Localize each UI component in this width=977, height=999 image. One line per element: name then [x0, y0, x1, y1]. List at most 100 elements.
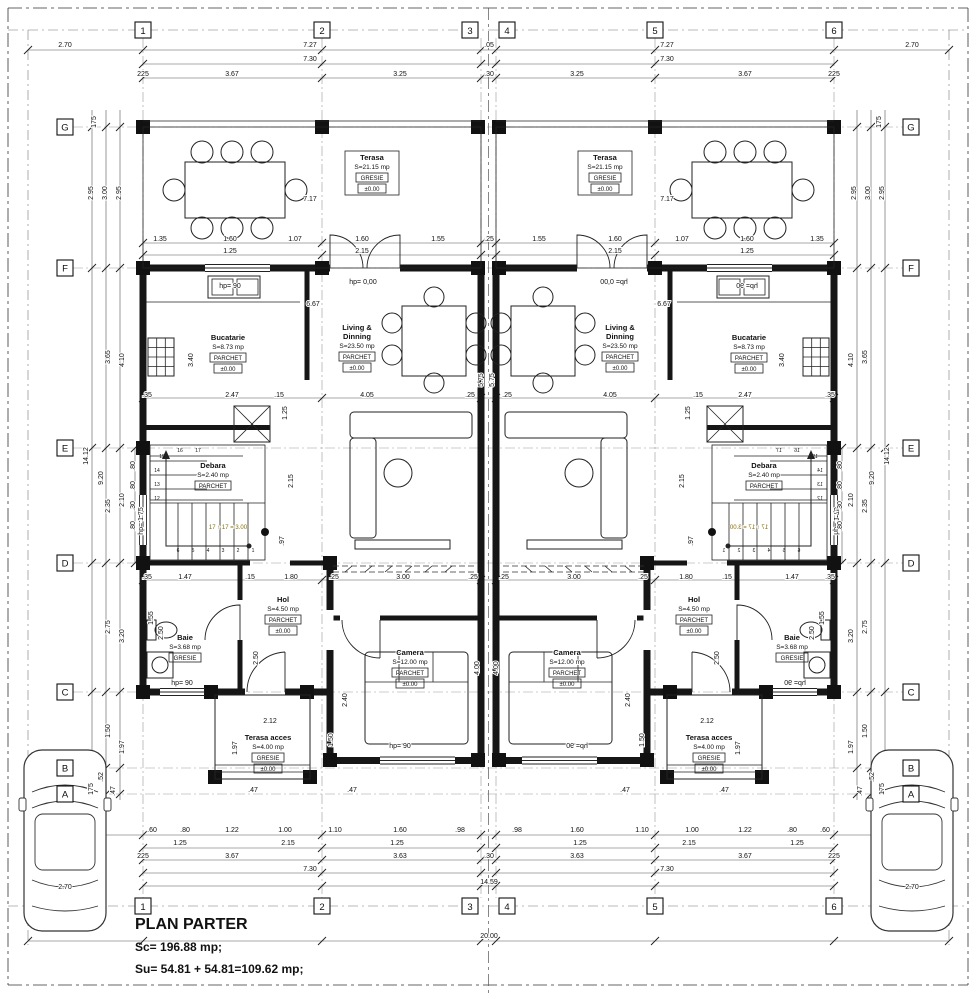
dimension-label: 1.25 [390, 840, 404, 847]
dimension-label: .47 [347, 787, 357, 794]
grid-marker-label-1: 1 [140, 902, 145, 913]
dimension-chain-lines [28, 49, 949, 942]
grid-marker-row-E [902, 439, 920, 457]
room-level-box [213, 363, 243, 374]
grid-marker-label-E: E [908, 444, 914, 455]
dim-tick [852, 263, 862, 273]
plan-title: PLAN PARTER [135, 916, 248, 933]
dim-tick [115, 558, 125, 568]
dimension-label: 7.30 [303, 56, 317, 63]
bathroom-sink [151, 656, 169, 674]
dimension-label: .97 [688, 536, 695, 546]
kitchen-appliance [233, 405, 271, 443]
dimension-label: 2.15 [281, 840, 295, 847]
room-finish-box [775, 652, 809, 663]
room-finish: GRESIE [257, 756, 280, 762]
dimension-label: .25 [638, 574, 648, 581]
grid-marker-row-B [56, 759, 74, 777]
dimension-label: .35 [142, 392, 152, 399]
dimension-label: .15 [722, 574, 732, 581]
room-area: S=12.00 mp [392, 659, 428, 666]
room-area: S=8.73 mp [733, 344, 765, 351]
dimension-label: 3.00 [567, 574, 581, 581]
dimension-label: 3.40 [188, 353, 195, 367]
stair-arrow-start [246, 543, 252, 549]
stair-step-number: 5 [192, 548, 195, 554]
dimension-label: .15 [245, 574, 255, 581]
dimension-label: 14.59 [480, 879, 498, 886]
beam-hatch [384, 565, 393, 573]
dimension-label: 2.12 [700, 718, 714, 725]
dim-tick [317, 45, 327, 55]
kitchen-sink-basin [236, 278, 259, 296]
dimension-label: .15 [274, 392, 284, 399]
room-level: ±0.00 [403, 682, 419, 688]
dim-tick [476, 73, 486, 83]
room-level-box [694, 763, 724, 774]
dim-tick [101, 558, 111, 568]
dimension-label: 1.22 [738, 827, 752, 834]
dim-tick [317, 250, 327, 260]
dimension-label: 1.60 [740, 236, 754, 243]
dimension-label: .25 [502, 392, 512, 399]
dimension-label: 2.12 [263, 718, 277, 725]
dimension-label: 225 [828, 853, 840, 860]
dim-tick [852, 789, 862, 799]
dim-tick [491, 881, 501, 891]
parapet-height-label: hp= 90 [171, 680, 193, 687]
room-finish-box [548, 667, 586, 678]
room-level: ±0.00 [598, 187, 614, 193]
dimension-label: 1.10 [328, 827, 342, 834]
dim-tick [829, 936, 839, 946]
dimension-label: 1.60 [223, 236, 237, 243]
dimension-label: 3.67 [225, 853, 239, 860]
room-area: S=3.68 mp [169, 644, 201, 651]
terrace-chair [162, 178, 186, 202]
dimension-label: 3.20 [119, 629, 126, 643]
stair-step-number: 4 [207, 548, 210, 554]
dimension-label: .98 [512, 827, 522, 834]
grid-marker-row-A [56, 785, 74, 803]
dimension-label: .60 [820, 827, 830, 834]
dim-tick [476, 868, 486, 878]
dimension-label: 2.15 [608, 248, 622, 255]
dimension-label: .47 [620, 787, 630, 794]
grid-marker-label-3: 3 [467, 26, 472, 37]
grid-marker-label-G: G [907, 123, 914, 134]
dimension-label: 1.35 [810, 236, 824, 243]
dimension-label: .80 [837, 481, 844, 491]
terrace-chair [250, 140, 274, 164]
room-level: ±0.00 [702, 767, 718, 773]
dimension-label: 3.65 [105, 350, 112, 364]
grid-marker-col-2 [313, 897, 331, 915]
tv-console [354, 539, 451, 550]
room-area: S=4.00 mp [252, 744, 284, 751]
grid-marker-col-1 [134, 21, 152, 39]
dimension-label: 1.60 [570, 827, 584, 834]
dim-tick [138, 45, 148, 55]
dim-tick [866, 122, 876, 132]
room-area: S=2.40 mp [748, 472, 780, 479]
dimension-label: 4.10 [119, 353, 126, 367]
dimension-label: 3.40 [779, 353, 786, 367]
dim-tick [317, 881, 327, 891]
dim-tick [138, 59, 148, 69]
room-name: Bucatarie [732, 333, 766, 342]
dimension-label: .60 [147, 827, 157, 834]
dimension-label: 3.25 [570, 71, 584, 78]
terrace-chair [284, 178, 308, 202]
dim-tick [880, 263, 890, 273]
dimension-label: 2.35 [105, 499, 112, 513]
dim-tick [650, 59, 660, 69]
dimension-label: 4.05 [603, 392, 617, 399]
room-name: Baie [784, 633, 800, 642]
dimension-label: 7.17 [303, 196, 317, 203]
grid-marker-row-E [56, 439, 74, 457]
dim-tick [944, 45, 954, 55]
